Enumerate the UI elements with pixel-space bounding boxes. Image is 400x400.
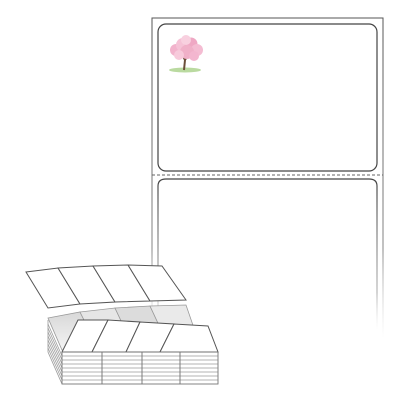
bottom-label [157, 178, 378, 330]
fanfold-stack [47, 319, 219, 385]
fanfold-top-row [25, 264, 187, 309]
top-label [157, 23, 378, 172]
cherry-blossom-tree-icon [169, 35, 203, 73]
